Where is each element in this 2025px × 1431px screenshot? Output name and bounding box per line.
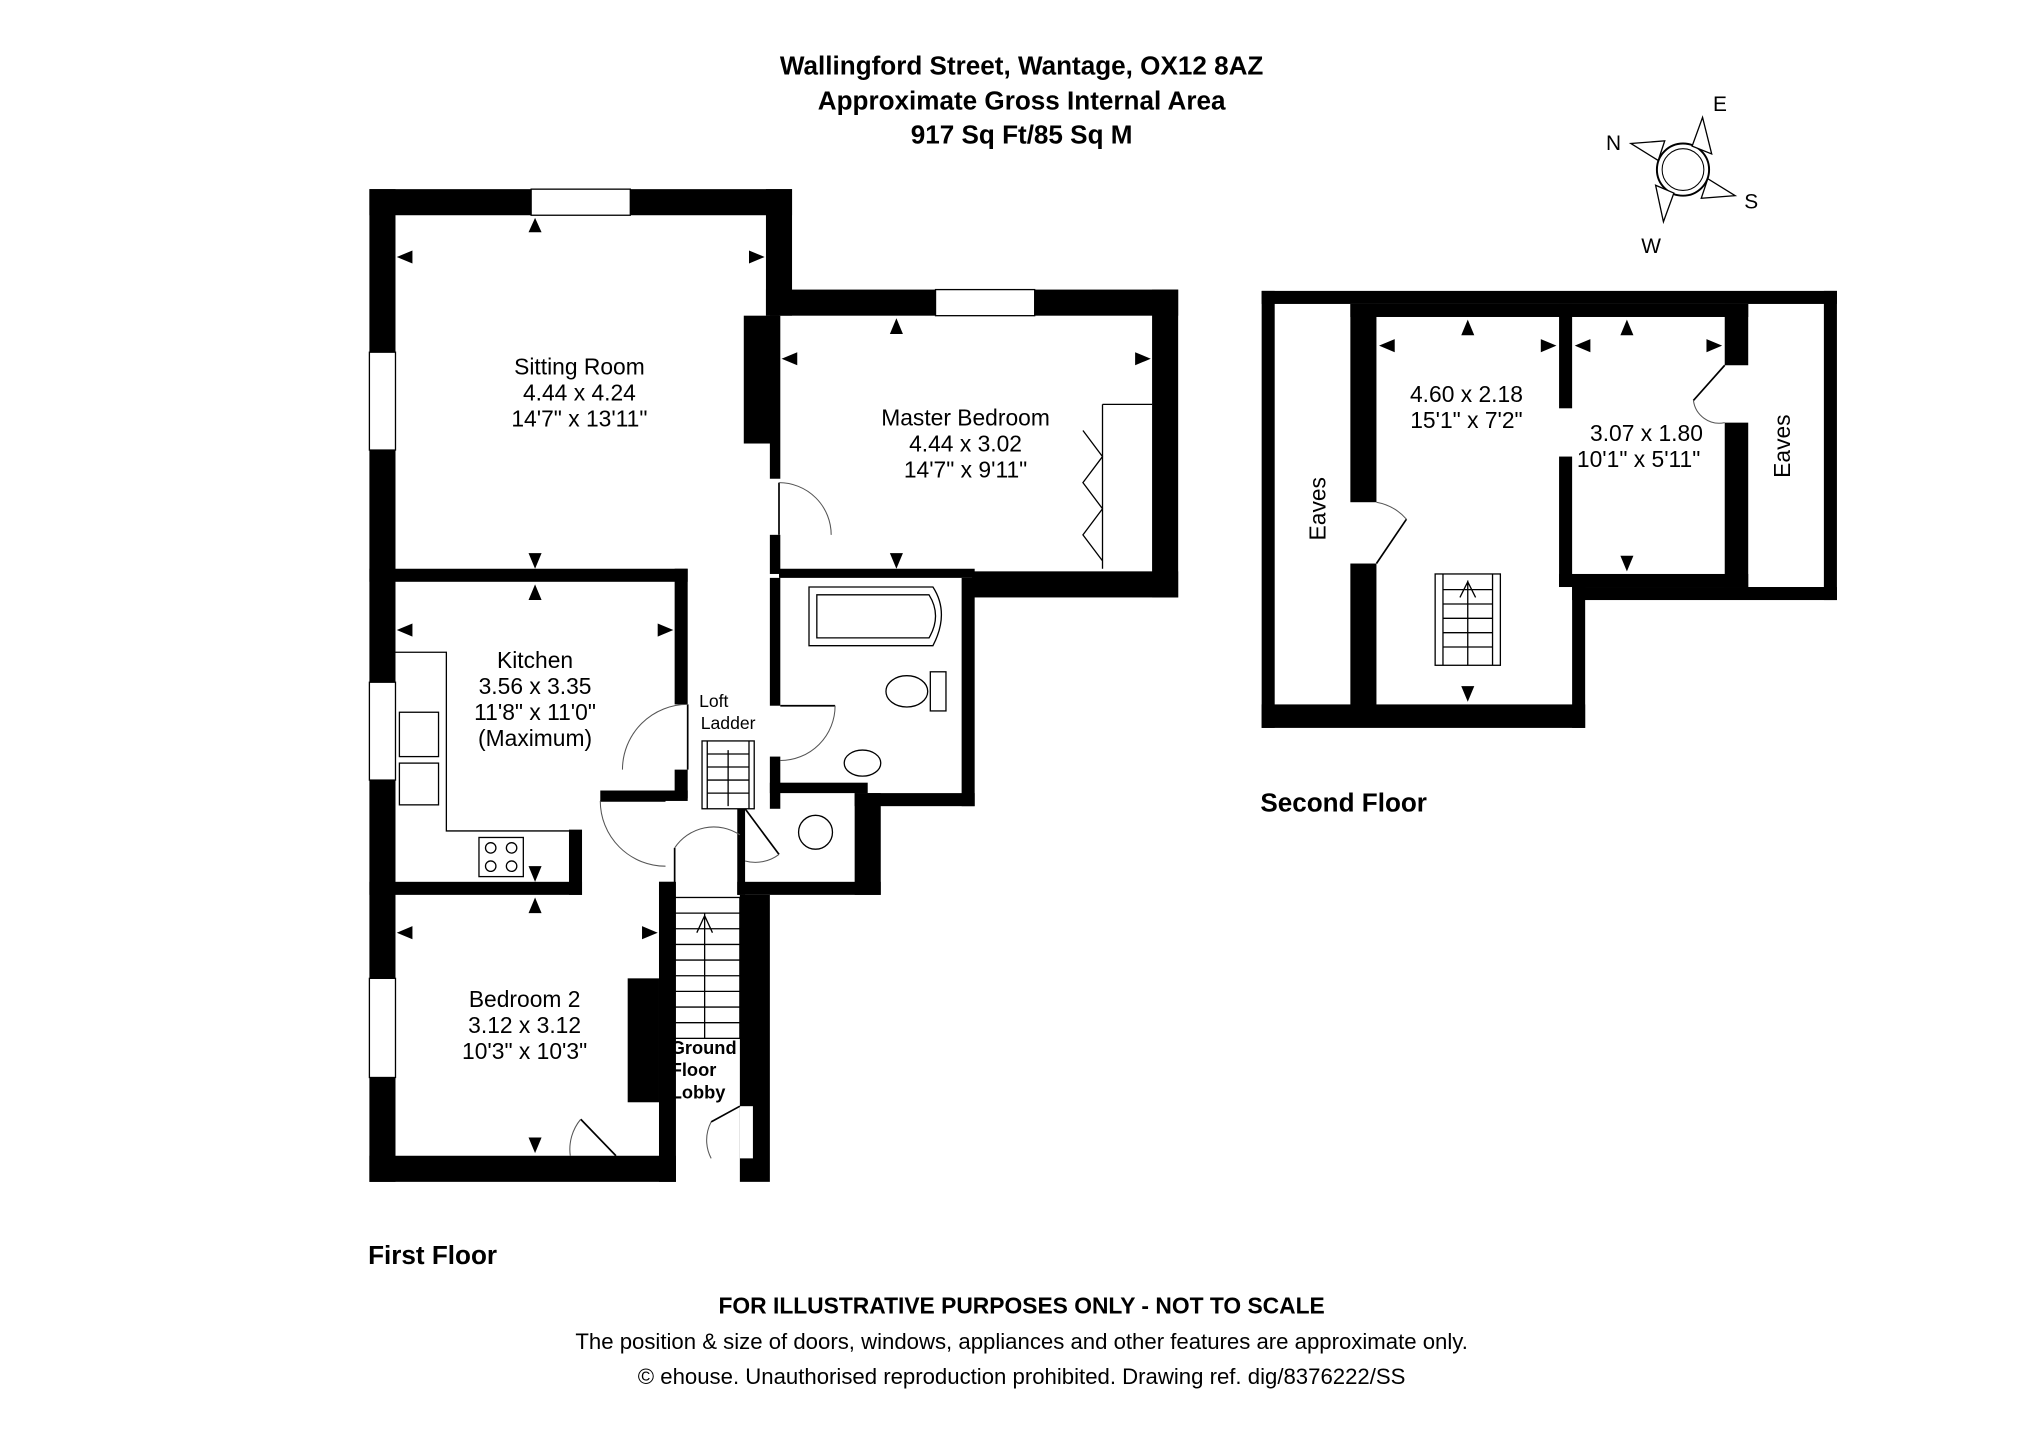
svg-text:3.07 x 1.80: 3.07 x 1.80 [1590, 420, 1703, 446]
compass-s: S [1744, 191, 1758, 214]
svg-text:15'1" x 7'2": 15'1" x 7'2" [1410, 407, 1522, 433]
svg-text:Ladder: Ladder [701, 713, 756, 733]
first-floor-fixtures [395, 217, 1153, 1159]
disclaimer: FOR ILLUSTRATIVE PURPOSES ONLY - NOT TO … [718, 1293, 1324, 1319]
svg-text:3.12 x 3.12: 3.12 x 3.12 [468, 1012, 581, 1038]
svg-text:10'3" x 10'3": 10'3" x 10'3" [462, 1038, 587, 1064]
svg-text:14'7" x 13'11": 14'7" x 13'11" [511, 406, 647, 432]
svg-text:Sitting Room: Sitting Room [514, 353, 645, 379]
second-floor-labels: 4.60 x 2.18 15'1" x 7'2" 3.07 x 1.80 10'… [1305, 381, 1795, 541]
svg-text:4.44 x 4.24: 4.44 x 4.24 [523, 379, 636, 405]
lobby-label: Ground Floor Lobby [671, 1037, 737, 1102]
area-value: 917 Sq Ft/85 Sq M [911, 119, 1133, 149]
copyright: © ehouse. Unauthorised reproduction proh… [638, 1364, 1406, 1389]
window [368, 977, 397, 1079]
svg-text:Ground: Ground [671, 1037, 737, 1058]
compass-e: E [1713, 93, 1727, 116]
loft-ladder-label: Loft Ladder [699, 691, 756, 733]
svg-text:4.44 x 3.02: 4.44 x 3.02 [909, 430, 1022, 456]
footer-note: The position & size of doors, windows, a… [575, 1329, 1467, 1354]
svg-text:3.56 x 3.35: 3.56 x 3.35 [479, 673, 592, 699]
area-label: Approximate Gross Internal Area [818, 86, 1226, 116]
svg-text:14'7" x 9'11": 14'7" x 9'11" [904, 456, 1027, 482]
svg-text:Lobby: Lobby [671, 1081, 727, 1102]
address-title: Wallingford Street, Wantage, OX12 8AZ [780, 50, 1264, 80]
room-second-floor-1: 4.60 x 2.18 15'1" x 7'2" [1410, 381, 1523, 433]
window [368, 681, 397, 781]
footer: FOR ILLUSTRATIVE PURPOSES ONLY - NOT TO … [575, 1293, 1467, 1389]
svg-text:Floor: Floor [671, 1059, 717, 1080]
svg-text:Bedroom 2: Bedroom 2 [469, 986, 581, 1012]
svg-text:Master Bedroom: Master Bedroom [881, 404, 1050, 430]
second-floor-walls [1261, 290, 1837, 728]
first-floor-walls [368, 188, 1179, 1182]
room-second-floor-2: 3.07 x 1.80 10'1" x 5'11" [1577, 420, 1703, 472]
second-floor-label: Second Floor [1260, 787, 1427, 817]
window [368, 351, 397, 451]
svg-text:11'8" x 11'0": 11'8" x 11'0" [474, 699, 596, 725]
first-floor-label: First Floor [368, 1240, 497, 1270]
room-sitting-room: Sitting Room 4.44 x 4.24 14'7" x 13'11" [511, 353, 647, 431]
eaves-left-label: Eaves [1305, 477, 1331, 540]
room-kitchen: Kitchen 3.56 x 3.35 11'8" x 11'0" (Maxim… [474, 647, 596, 751]
compass-n: N [1606, 132, 1621, 155]
room-bedroom-2: Bedroom 2 3.12 x 3.12 10'3" x 10'3" [462, 986, 587, 1064]
svg-text:(Maximum): (Maximum) [478, 725, 592, 751]
svg-text:10'1" x 5'11": 10'1" x 5'11" [1577, 446, 1700, 472]
window [934, 288, 1036, 317]
window [530, 188, 631, 216]
compass-icon: E N S W [1606, 93, 1758, 258]
svg-text:Loft: Loft [699, 691, 728, 711]
compass-w: W [1641, 235, 1661, 258]
svg-text:4.60 x 2.18: 4.60 x 2.18 [1410, 381, 1523, 407]
header: Wallingford Street, Wantage, OX12 8AZ Ap… [780, 50, 1264, 149]
eaves-right-label: Eaves [1769, 414, 1795, 477]
first-floor-labels: Sitting Room 4.44 x 4.24 14'7" x 13'11" … [462, 353, 1050, 1102]
room-master-bedroom: Master Bedroom 4.44 x 3.02 14'7" x 9'11" [881, 404, 1050, 482]
svg-text:Kitchen: Kitchen [497, 647, 573, 673]
